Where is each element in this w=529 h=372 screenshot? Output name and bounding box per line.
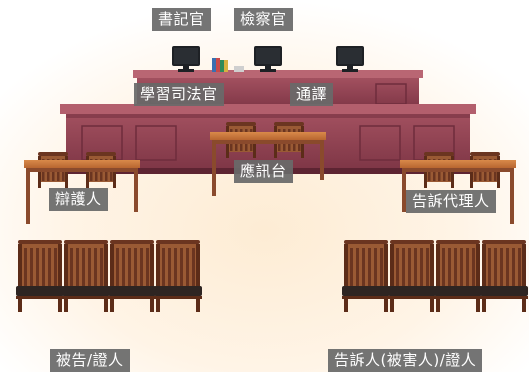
complainant-attorney-table <box>400 152 516 224</box>
books-icon <box>212 58 244 72</box>
label-judicial-trainee: 學習司法官 <box>134 83 224 106</box>
label-complainant-witness: 告訴人(被害人)/證人 <box>328 349 483 372</box>
label-defense-counsel: 辯護人 <box>49 188 108 211</box>
label-complainant-attorney: 告訴代理人 <box>406 190 496 213</box>
label-clerk: 書記官 <box>152 8 211 31</box>
defense-table <box>24 152 140 224</box>
label-defendant-witness: 被告/證人 <box>50 349 130 372</box>
label-prosecutor: 檢察官 <box>234 8 293 31</box>
witness-stand-desk <box>210 122 326 196</box>
label-interpreter: 通譯 <box>290 83 334 106</box>
label-witness-stand: 應訊台 <box>234 160 293 183</box>
